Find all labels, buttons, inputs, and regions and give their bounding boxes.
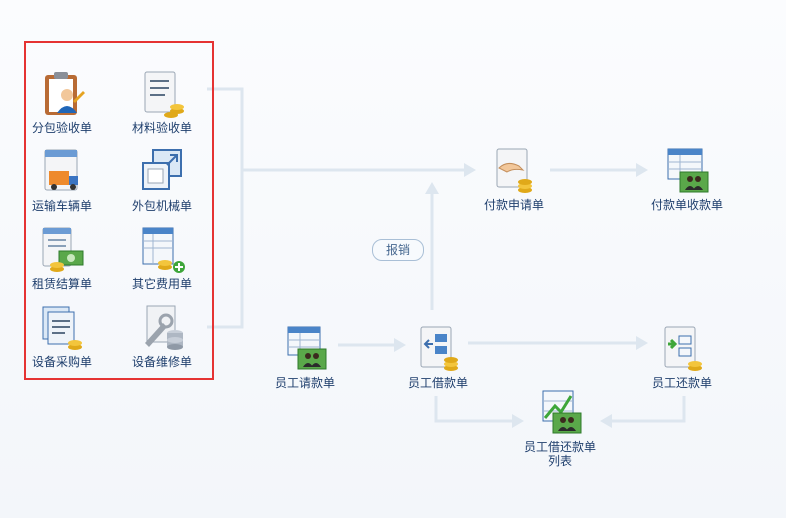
reimburse-tag: 报销 [372, 239, 424, 261]
node-employee-repay[interactable]: 员工还款单 [627, 324, 737, 390]
document-money-icon [42, 227, 84, 272]
node-payment-receipt[interactable]: 付款单收款单 [632, 146, 742, 212]
node-label: 员工还款单 [651, 376, 712, 390]
node-employee-loan[interactable]: 员工借款单 [383, 324, 493, 390]
node-label: 租赁结算单 [31, 277, 92, 291]
node-equipment-repair[interactable]: 设备维修单 [107, 303, 217, 369]
node-payment-request[interactable]: 付款申请单 [459, 146, 569, 212]
node-equipment-purchase[interactable]: 设备采购单 [7, 303, 117, 369]
wrench-database-icon [145, 305, 183, 350]
source-documents-highlight [24, 41, 214, 380]
node-lease-settlement[interactable]: 租赁结算单 [7, 225, 117, 291]
node-label: 外包机械单 [131, 199, 192, 213]
stacked-documents-icon [42, 306, 82, 350]
chart-people-icon [542, 390, 582, 434]
node-label: 运输车辆单 [31, 199, 92, 213]
node-label: 分包验收单 [31, 121, 92, 135]
node-subcontract-acceptance[interactable]: 分包验收单 [7, 69, 117, 135]
node-label: 设备维修单 [131, 355, 192, 369]
node-label: 材料验收单 [131, 121, 192, 135]
node-transport-vehicle[interactable]: 运输车辆单 [7, 147, 117, 213]
document-coins-icon [144, 71, 184, 118]
node-label: 员工请款单 [274, 376, 335, 390]
node-employee-request[interactable]: 员工请款单 [250, 324, 360, 390]
sheet-people-icon [667, 148, 709, 193]
clipboard-person-icon [45, 72, 85, 115]
node-label: 员工借还款单列表 [523, 440, 596, 468]
hand-coins-icon [496, 148, 532, 193]
document-truck-icon [44, 149, 78, 191]
window-arrow-icon [142, 149, 182, 190]
node-label: 设备采购单 [31, 355, 92, 369]
flow-arrow-coins-icon [664, 326, 702, 371]
node-outsourced-machinery[interactable]: 外包机械单 [107, 147, 217, 213]
node-label: 员工借款单 [407, 376, 468, 390]
flow-coins-icon [420, 326, 458, 371]
sheet-add-icon [142, 227, 185, 273]
node-label: 其它费用单 [131, 277, 192, 291]
node-material-acceptance[interactable]: 材料验收单 [107, 69, 217, 135]
node-loan-repay-list[interactable]: 员工借还款单列表 [505, 388, 615, 468]
sheet-people-icon [287, 326, 327, 370]
node-other-expense[interactable]: 其它费用单 [107, 225, 217, 291]
node-label: 付款申请单 [483, 198, 544, 212]
node-label: 付款单收款单 [650, 198, 723, 212]
